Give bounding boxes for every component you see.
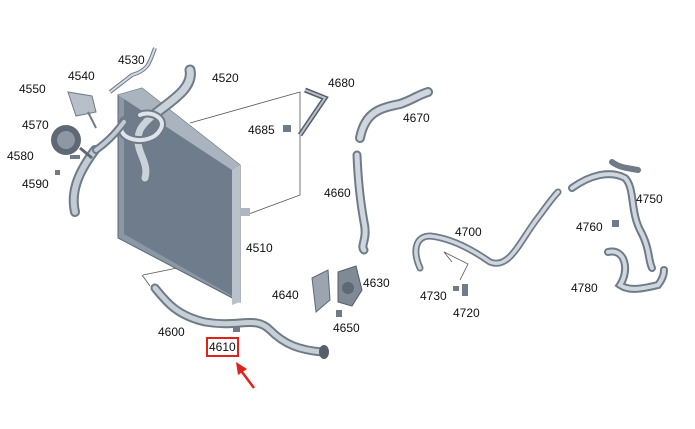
label-4680: 4680 [328, 76, 355, 90]
hose-4600 [150, 283, 329, 359]
clip-4685 [283, 125, 291, 132]
label-4780: 4780 [571, 281, 598, 295]
highlight-arrow [236, 362, 255, 389]
label-4600: 4600 [158, 325, 185, 339]
radiator-4510 [117, 87, 250, 305]
clip-4610 [233, 326, 240, 332]
label-4590: 4590 [22, 177, 49, 191]
small-parts-4580-4590 [55, 155, 80, 175]
bracket-4640 [311, 269, 331, 313]
label-4760: 4760 [576, 220, 603, 234]
tank-4570 [51, 125, 93, 160]
bolt-4650 [336, 310, 342, 317]
label-4580: 4580 [7, 149, 34, 163]
hose-4700 [412, 188, 562, 272]
label-4720: 4720 [453, 306, 480, 320]
housing-4630 [337, 265, 363, 307]
label-4650: 4650 [333, 321, 360, 335]
bracket-4540 [67, 91, 97, 129]
hose-4660 [352, 150, 370, 255]
label-4670: 4670 [403, 111, 430, 125]
label-4510: 4510 [246, 241, 273, 255]
label-4520: 4520 [212, 71, 239, 85]
label-4685: 4685 [248, 123, 275, 137]
label-4570: 4570 [22, 118, 49, 132]
hose-4530 [108, 47, 157, 94]
hose-4680 [297, 87, 329, 137]
hose-4520 [68, 64, 196, 217]
label-4630: 4630 [363, 276, 390, 290]
label-4540: 4540 [68, 69, 95, 83]
clip-4730-4720 [453, 284, 468, 296]
label-4730: 4730 [420, 289, 447, 303]
label-4610-highlighted: 4610 [206, 337, 239, 357]
label-4660: 4660 [324, 186, 351, 200]
hose-4780 [604, 247, 668, 293]
label-4530: 4530 [118, 53, 145, 67]
label-4700: 4700 [455, 225, 482, 239]
label-4640: 4640 [272, 288, 299, 302]
hose-4670 [355, 87, 433, 143]
label-4750: 4750 [636, 192, 663, 206]
label-4550: 4550 [19, 82, 46, 96]
hose-4750 [568, 159, 656, 272]
clip-4760 [612, 220, 619, 227]
